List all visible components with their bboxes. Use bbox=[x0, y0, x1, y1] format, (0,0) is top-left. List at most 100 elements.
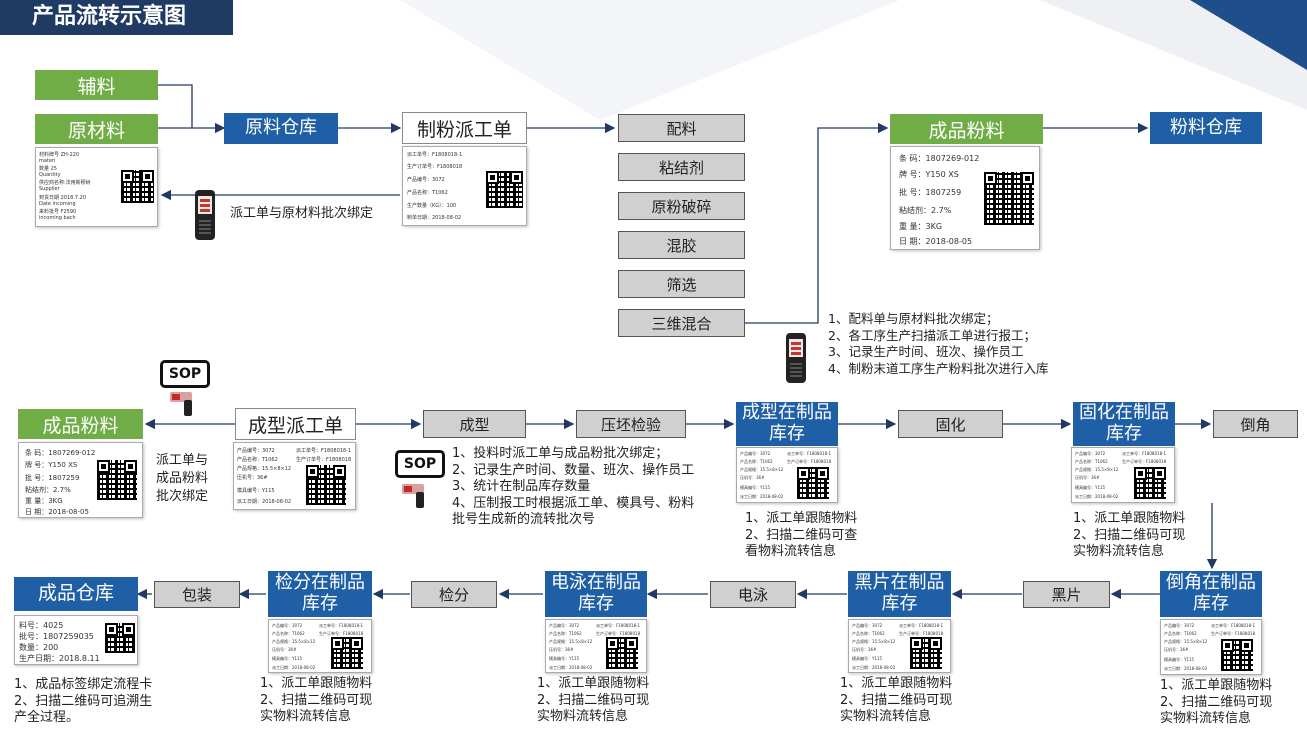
node-chengpin-fenliao-top: 成品粉料 bbox=[890, 114, 1043, 144]
node-daojiao-zaizhipin: 倒角在制品 库存 bbox=[1160, 571, 1262, 617]
card-line: 批 号：1807259 bbox=[899, 188, 962, 197]
node-heipian-zaizhipin: 黑片在制品 库存 bbox=[848, 571, 951, 617]
card-line: 产品规格：15.5×8×12 bbox=[272, 639, 316, 644]
note-line: 4、压制报工时根据派工单、模具号、粉料 bbox=[452, 495, 695, 511]
card-line: 到货日期 2018.7.20 bbox=[39, 195, 87, 201]
page-title: 产品流转示意图 bbox=[0, 0, 233, 35]
card-line: 派工日期：2018-08-02 bbox=[852, 665, 896, 670]
note-line: 成品粉料 bbox=[156, 471, 209, 486]
card-line: 生产订单号：F1808018 bbox=[319, 631, 364, 636]
note-daojiao-follow: 1、派工单跟随物料 2、扫描二维码可现 实物料流转信息 bbox=[1160, 678, 1272, 728]
step-yapi-jianyan: 压坯检验 bbox=[576, 410, 686, 438]
card-line: 来料批号 F2590 bbox=[39, 209, 77, 215]
note-final: 1、成品标签绑定流程卡 2、扫描二维码可追溯生 产全过程。 bbox=[14, 677, 152, 727]
node-dianyong-zaizhipin: 电泳在制品 库存 bbox=[545, 571, 647, 617]
card-line: 产品名称：T1062 bbox=[852, 631, 885, 636]
card-line: 派工日期：2018-08-02 bbox=[272, 665, 316, 670]
card-line: 牌 号：Y150 XS bbox=[25, 461, 78, 469]
card-line: 产品编号：3072 bbox=[1164, 623, 1195, 628]
chengxing-paigongdan-card: 产品编号：3072 派工单号：F1808018-1 产品名称：T1062 生产订… bbox=[233, 442, 356, 510]
step-yuanfen-posui: 原粉破碎 bbox=[618, 192, 745, 220]
note-line: 实物料流转信息 bbox=[840, 709, 932, 724]
note-bind-raw: 派工单与原材料批次绑定 bbox=[230, 206, 374, 221]
card-line: 制单日期：2018-08-02 bbox=[407, 215, 462, 221]
card-line: 产品规格：15.5×8×12 bbox=[1164, 639, 1208, 644]
card-line: 模具编号：Y115 bbox=[740, 485, 771, 490]
qr-code-icon bbox=[105, 623, 135, 653]
card-line: 压机号：36# bbox=[237, 475, 268, 481]
node-chengxing-paigongdan: 成型派工单 bbox=[235, 408, 356, 440]
wip-card-dianyong: 产品编号：3072 派工单号：F1808018-1 产品名称：T1062 生产订… bbox=[545, 619, 647, 673]
note-line: 批次绑定 bbox=[156, 489, 209, 504]
note-line: 产全过程。 bbox=[14, 710, 80, 725]
qr-code-icon bbox=[1134, 467, 1166, 499]
note-top-right: 1、配料单与原材料批次绑定； 2、各工序生产扫描派工单进行报工； 3、记录生产时… bbox=[828, 311, 1048, 377]
note-line: 1、派工单跟随物料 bbox=[260, 676, 373, 691]
note-line: 1、派工单跟随物料 bbox=[1160, 678, 1273, 693]
card-line: 产品编号：3072 bbox=[272, 623, 303, 628]
card-line: 生产订单号：F1808018 bbox=[296, 457, 352, 463]
node-yuancailiao: 原材料 bbox=[35, 114, 158, 144]
card-line: 产品编号：3072 bbox=[549, 623, 580, 628]
card-line: 生产订单号：F1808018 bbox=[1211, 631, 1256, 636]
note-line: 2、扫描二维码可现 bbox=[1073, 527, 1186, 543]
card-line: 牌 号：Y150 XS bbox=[899, 170, 959, 179]
card-line: 派工单号：F1808018-1 bbox=[1211, 623, 1256, 628]
note-line: 1、派工单跟随物料 bbox=[537, 676, 650, 691]
step-peiliao: 配料 bbox=[618, 114, 745, 142]
card-line: 派工日期：2018-08-02 bbox=[1164, 666, 1208, 671]
qr-code-icon bbox=[486, 171, 523, 208]
step-daojiao: 倒角 bbox=[1213, 410, 1298, 438]
card-line: 批号：1807259035 bbox=[19, 632, 94, 641]
qr-code-icon bbox=[97, 460, 137, 500]
step-dianyong: 电泳 bbox=[710, 581, 796, 608]
step-hunjiao: 混胶 bbox=[618, 231, 745, 259]
card-line: 产品编号：3072 bbox=[407, 177, 445, 183]
card-line: 压机号：36# bbox=[1164, 647, 1189, 652]
card-line: 数量 25 bbox=[39, 166, 57, 172]
final-product-label-card: 料号：4025 批号：1807259035 数量：200 生产日期：2018.8… bbox=[14, 615, 138, 665]
note-line: 2、扫描二维码可现 bbox=[537, 692, 650, 708]
note-chengxing-follow: 1、派工单跟随物料 2、扫描二维码可查 看物料流转信息 bbox=[745, 511, 857, 561]
card-line: 产品编号：3072 bbox=[852, 623, 883, 628]
card-line: 数量：200 bbox=[19, 643, 59, 652]
node-chengpin-cangku: 成品仓库 bbox=[14, 577, 138, 611]
node-guhua-zaizhipin: 固化在制品 库存 bbox=[1073, 402, 1175, 446]
step-chengxing: 成型 bbox=[423, 410, 526, 438]
qr-code-icon bbox=[1221, 639, 1253, 671]
note-line: 实物料流转信息 bbox=[537, 709, 629, 724]
node-zhifen-paigongdan: 制粉派工单 bbox=[402, 112, 527, 144]
fenliao-label-card-left: 条 码：1807269-012 牌 号：Y150 XS 批 号：1807259 … bbox=[18, 442, 143, 518]
card-line: 压机号：36# bbox=[549, 647, 574, 652]
node-chengxing-zaizhipin: 成型在制品 库存 bbox=[736, 402, 838, 446]
card-line: 重 量：3KG bbox=[25, 497, 63, 505]
card-line: 重 量：3KG bbox=[899, 222, 943, 231]
card-line: Date incoming bbox=[39, 201, 76, 207]
note-line: 2、扫描二维码可现 bbox=[840, 692, 953, 708]
step-guhua: 固化 bbox=[898, 410, 1003, 438]
card-line: 生产订单号：F1808018 bbox=[899, 631, 944, 636]
card-line: 压机号：36# bbox=[852, 647, 877, 652]
card-line: 产品编号：3072 bbox=[740, 451, 771, 456]
card-line: 派工单号：F1808018-1 bbox=[1122, 451, 1167, 456]
card-line: 生产订单号：F1808018 bbox=[787, 459, 832, 464]
card-line: 产品规格：15.5×8×12 bbox=[237, 466, 292, 472]
step-baozhuang: 包装 bbox=[154, 581, 240, 608]
step-jianfen: 检分 bbox=[411, 581, 497, 608]
handheld-terminal-icon bbox=[195, 190, 215, 240]
note-line: 派工单与 bbox=[156, 453, 209, 468]
card-line: 派工日期：2018-08-02 bbox=[549, 665, 593, 670]
card-line: 压机号：36# bbox=[272, 647, 297, 652]
card-line: 派工单号：F1808018-1 bbox=[296, 448, 352, 454]
card-line: 日 期：2018-08-05 bbox=[899, 237, 973, 246]
note-line: 实物料流转信息 bbox=[260, 709, 352, 724]
note-guhua-follow: 1、派工单跟随物料 2、扫描二维码可现 实物料流转信息 bbox=[1073, 511, 1185, 561]
zhifen-paigongdan-card: 派工单号：F1808018-1 生产订单号：F1808018 产品编号：3072… bbox=[402, 146, 527, 226]
card-line: 批 号：1807259 bbox=[25, 474, 80, 482]
note-line: 1、派工单跟随物料 bbox=[1073, 511, 1186, 526]
card-line: 模具编号：Y115 bbox=[852, 656, 883, 661]
step-zhanjieji: 粘结剂 bbox=[618, 153, 745, 181]
wip-card-jianfen: 产品编号：3072 派工单号：F1808018-1 产品名称：T1062 生产订… bbox=[268, 619, 372, 673]
